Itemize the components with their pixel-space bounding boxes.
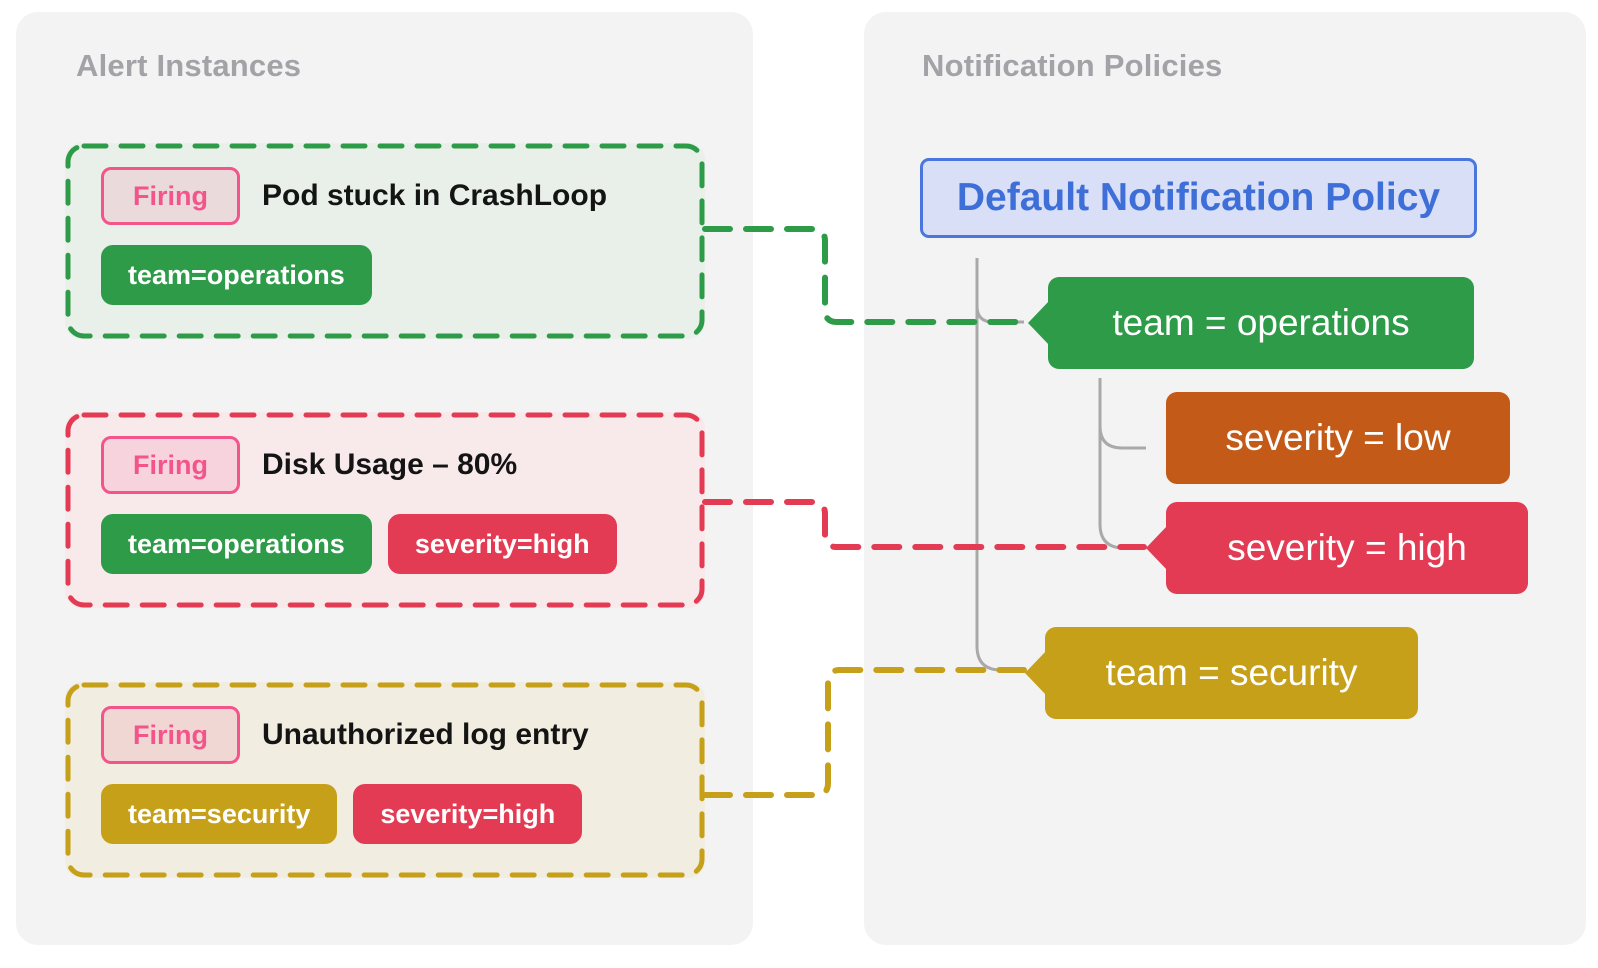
default-policy-label: Default Notification Policy xyxy=(956,176,1441,219)
alert-header-row: Firing Unauthorized log entry xyxy=(101,706,589,764)
label-pill-team-operations: team=operations xyxy=(101,245,372,305)
alert-labels-row: team=security severity=high xyxy=(101,784,583,844)
policy-matcher-label: severity = high xyxy=(1227,527,1467,568)
notification-policies-title: Notification Policies xyxy=(922,48,1223,83)
label-pill-team-operations: team=operations xyxy=(101,514,372,574)
label-pill-team-security: team=security xyxy=(101,784,338,844)
policy-node-severity-high: severity = high xyxy=(1166,502,1528,594)
default-notification-policy-box: Default Notification Policy xyxy=(920,158,1477,238)
label-pill-severity-high: severity=high xyxy=(353,784,583,844)
alert-instances-title: Alert Instances xyxy=(76,48,302,83)
policy-matcher-label: team = security xyxy=(1105,652,1358,693)
firing-status-badge: Firing xyxy=(101,167,240,225)
firing-status-badge: Firing xyxy=(101,706,240,764)
policy-matcher-label: team = operations xyxy=(1112,302,1410,343)
alert-header-row: Firing Pod stuck in CrashLoop xyxy=(101,167,607,225)
alert-header-row: Firing Disk Usage – 80% xyxy=(101,436,517,494)
alert-title: Pod stuck in CrashLoop xyxy=(262,179,608,212)
alert-title: Disk Usage – 80% xyxy=(262,448,518,481)
alert-card-crashloop: Firing Pod stuck in CrashLoop team=opera… xyxy=(65,143,705,339)
firing-status-badge: Firing xyxy=(101,436,240,494)
policy-node-team-operations: team = operations xyxy=(1048,277,1474,369)
alert-card-disk-usage: Firing Disk Usage – 80% team=operations … xyxy=(65,412,705,608)
alert-labels-row: team=operations severity=high xyxy=(101,514,617,574)
alert-title: Unauthorized log entry xyxy=(262,718,589,751)
alert-card-unauthorized-log: Firing Unauthorized log entry team=secur… xyxy=(65,682,705,878)
label-pill-severity-high: severity=high xyxy=(387,514,617,574)
policy-node-team-security: team = security xyxy=(1045,627,1418,719)
alert-instances-panel: Alert Instances Firing Pod stuck in Cras… xyxy=(16,12,753,945)
notification-policies-panel: Notification Policies Default Notificati… xyxy=(864,12,1586,945)
policy-node-severity-low: severity = low xyxy=(1166,392,1510,484)
alert-labels-row: team=operations xyxy=(101,245,372,305)
policy-matcher-label: severity = low xyxy=(1225,417,1451,458)
